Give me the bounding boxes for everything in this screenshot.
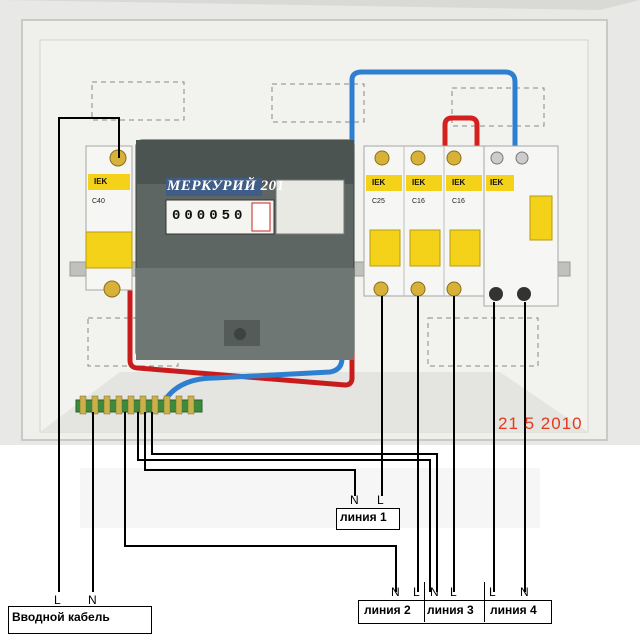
line3-name: линия 3 — [427, 603, 474, 617]
red-wire-top — [442, 115, 480, 150]
line1-name: линия 1 — [340, 510, 387, 524]
brand-badge-rcbo: IEK — [488, 178, 506, 188]
line4-l-label: L — [489, 585, 496, 599]
line4-name: линия 4 — [490, 603, 537, 617]
divider-2-3 — [424, 582, 425, 622]
meter-reading: 000050 — [172, 208, 247, 224]
blue-wire-top — [349, 69, 518, 150]
input-cable-name: Вводной кабель — [12, 610, 110, 624]
line1-n-label: N — [350, 493, 359, 507]
brand-badge-line3: IEK — [450, 178, 468, 188]
line1-label-box — [336, 508, 400, 530]
brand-badge-input: IEK — [92, 177, 110, 187]
lines-2-4-label-box — [358, 600, 552, 624]
divider-3-4 — [484, 582, 485, 622]
line1-l-label: L — [377, 493, 384, 507]
brand-badge-line2: IEK — [410, 178, 428, 188]
electricity-meter — [135, 139, 355, 360]
line2-name: линия 2 — [364, 603, 411, 617]
line-breakers — [363, 145, 485, 297]
input-cable-label-box — [8, 606, 152, 634]
blue-wire-bottom — [162, 340, 345, 402]
line2-n-label: N — [391, 585, 400, 599]
date-stamp: 21 5 2010 — [498, 414, 583, 433]
rating-line3: C16 — [452, 198, 465, 205]
meter-brand-label: МЕРКУРИЙ 201 — [167, 178, 285, 194]
line3-l-label: L — [450, 585, 457, 599]
rcbo-device — [483, 145, 559, 307]
line2-l-label: L — [413, 585, 420, 599]
neutral-busbar — [75, 395, 203, 415]
rating-line2: C16 — [412, 198, 425, 205]
input-n-label: N — [88, 593, 97, 607]
input-l-label: L — [54, 593, 61, 607]
brand-badge-line1: IEK — [370, 178, 388, 188]
rating-line1: C25 — [372, 198, 385, 205]
line3-n-label: N — [430, 585, 439, 599]
input-breaker — [85, 145, 133, 298]
rating-input: C40 — [92, 198, 105, 205]
schematic-wires — [58, 117, 526, 592]
line4-n-label: N — [520, 585, 529, 599]
